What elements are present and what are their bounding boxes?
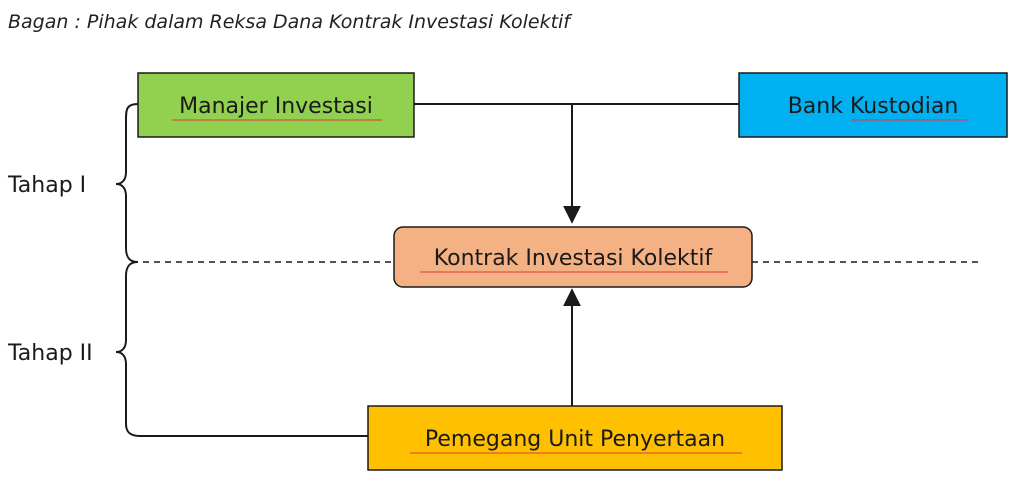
node-kontrak-investasi-kolektif: Kontrak Investasi Kolektif	[393, 226, 753, 288]
node-bank-label: Bank Kustodian	[788, 94, 959, 119]
brace-tahap-2	[115, 261, 368, 437]
node-pemegang-label: Pemegang Unit Penyertaan	[425, 427, 725, 452]
node-pemegang-unit-penyertaan: Pemegang Unit Penyertaan	[367, 405, 783, 471]
node-manajer-box	[137, 72, 415, 138]
node-bank-kustodian: Bank Kustodian	[738, 72, 1008, 138]
diagram-title: Bagan : Pihak dalam Reksa Dana Kontrak I…	[8, 11, 573, 33]
node-kontrak-label: Kontrak Investasi Kolektif	[434, 246, 714, 271]
node-manajer-label: Manajer Investasi	[179, 94, 373, 119]
stage-label-tahap-2: Tahap II	[7, 341, 93, 366]
stage-label-tahap-1: Tahap I	[7, 173, 86, 198]
node-pemegang-box	[367, 405, 783, 471]
brace-tahap-1	[115, 103, 139, 263]
node-bank-box	[738, 72, 1008, 138]
node-manajer-investasi: Manajer Investasi	[137, 72, 415, 138]
